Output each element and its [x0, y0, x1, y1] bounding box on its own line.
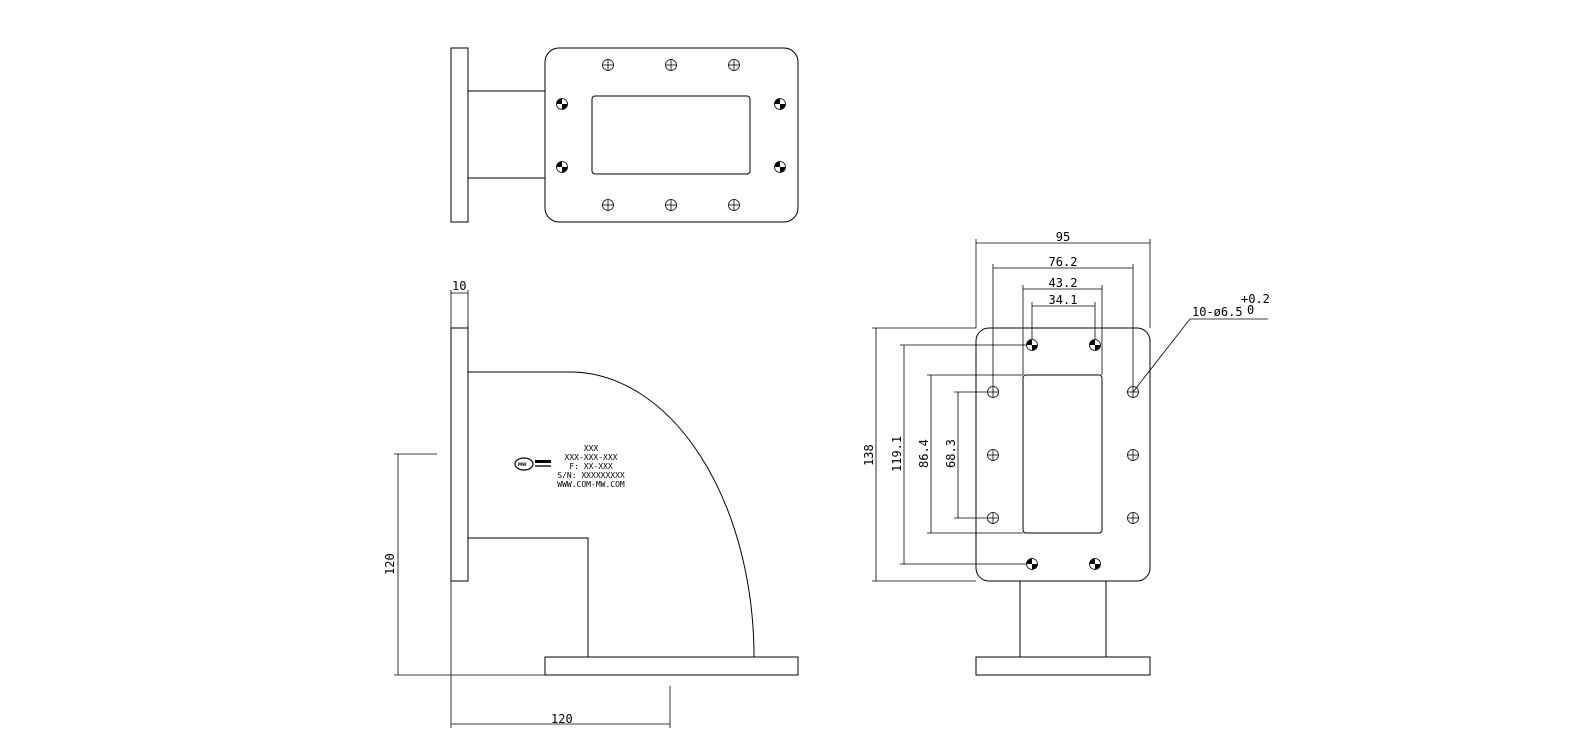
screw-hole-icon [987, 512, 999, 524]
front-view-vertical-dims: 138 119.1 86.4 68.3 [862, 327, 1026, 582]
screw-hole-icon [665, 59, 677, 71]
label-line-3: F: XX-XXX [569, 462, 613, 471]
front-view-horizontal-dims: 95 76.2 43.2 34.1 [975, 230, 1151, 386]
hole-tolerance-lower: 0 [1247, 303, 1254, 317]
hole-tolerance-upper: +0.2 [1241, 292, 1270, 306]
screw-hole-icon [728, 59, 740, 71]
hole-callout: 10-ø6.5 +0.2 0 [1132, 292, 1270, 393]
dim-width-43-2: 43.2 [1049, 276, 1078, 290]
pin-hole-icon [1026, 558, 1038, 570]
company-logo: MW [514, 457, 551, 471]
screw-hole-icon [602, 59, 614, 71]
front-view-waveguide-aperture [1022, 374, 1103, 534]
top-view-flange [450, 47, 469, 223]
front-view-flange [975, 327, 1151, 582]
dim-height-68-3: 68.3 [944, 439, 958, 468]
top-view-pin-holes [556, 98, 786, 173]
top-view-screw-holes [602, 59, 740, 211]
pin-hole-icon [556, 98, 568, 110]
front-view-screw-holes [987, 386, 1139, 524]
hole-callout-text: 10-ø6.5 [1192, 305, 1243, 319]
pin-hole-icon [774, 161, 786, 173]
top-view-waveguide-aperture [591, 95, 751, 175]
screw-hole-icon [1127, 512, 1139, 524]
label-line-5: WWW.COM-MW.COM [557, 480, 625, 489]
front-view-pin-holes [1026, 339, 1101, 570]
screw-hole-icon [728, 199, 740, 211]
label-line-4: S/N: XXXXXXXXX [557, 471, 625, 480]
top-view [450, 47, 799, 223]
side-view-inner-corner [468, 537, 589, 657]
dim-width-95: 95 [1056, 230, 1070, 244]
top-view-front-flange [544, 47, 799, 223]
dim-flange-thickness: 10 [452, 279, 466, 293]
front-view: 95 76.2 43.2 34.1 138 119.1 [862, 230, 1270, 676]
screw-hole-icon [602, 199, 614, 211]
label-line-2: XXX-XXX-XXX [565, 453, 618, 462]
pin-hole-icon [1089, 339, 1101, 351]
svg-text:MW: MW [518, 462, 527, 467]
pin-hole-icon [1089, 558, 1101, 570]
front-view-bottom-flange [975, 656, 1151, 676]
screw-hole-icon [1127, 449, 1139, 461]
side-view-outer-bend [468, 371, 755, 658]
dim-height-138: 138 [862, 444, 876, 466]
dim-height-86-4: 86.4 [917, 439, 931, 468]
screw-hole-icon [665, 199, 677, 211]
side-view: 10 120 120 MW XXX XXX-XXX-XXX F: XX-XXX … [383, 279, 799, 728]
screw-hole-icon [987, 386, 999, 398]
pin-hole-icon [556, 161, 568, 173]
dim-height-119-1: 119.1 [890, 436, 904, 472]
dim-width-bottom: 120 [551, 712, 573, 726]
product-label: MW XXX XXX-XXX-XXX F: XX-XXX S/N: XXXXXX… [514, 444, 625, 489]
screw-hole-icon [987, 449, 999, 461]
dim-width-76-2: 76.2 [1049, 255, 1078, 269]
pin-hole-icon [1026, 339, 1038, 351]
pin-hole-icon [774, 98, 786, 110]
dim-width-34-1: 34.1 [1049, 293, 1078, 307]
side-view-vertical-flange [450, 327, 469, 582]
side-view-horizontal-flange [544, 656, 799, 676]
label-line-1: XXX [584, 444, 599, 453]
dim-height-left: 120 [383, 553, 397, 575]
